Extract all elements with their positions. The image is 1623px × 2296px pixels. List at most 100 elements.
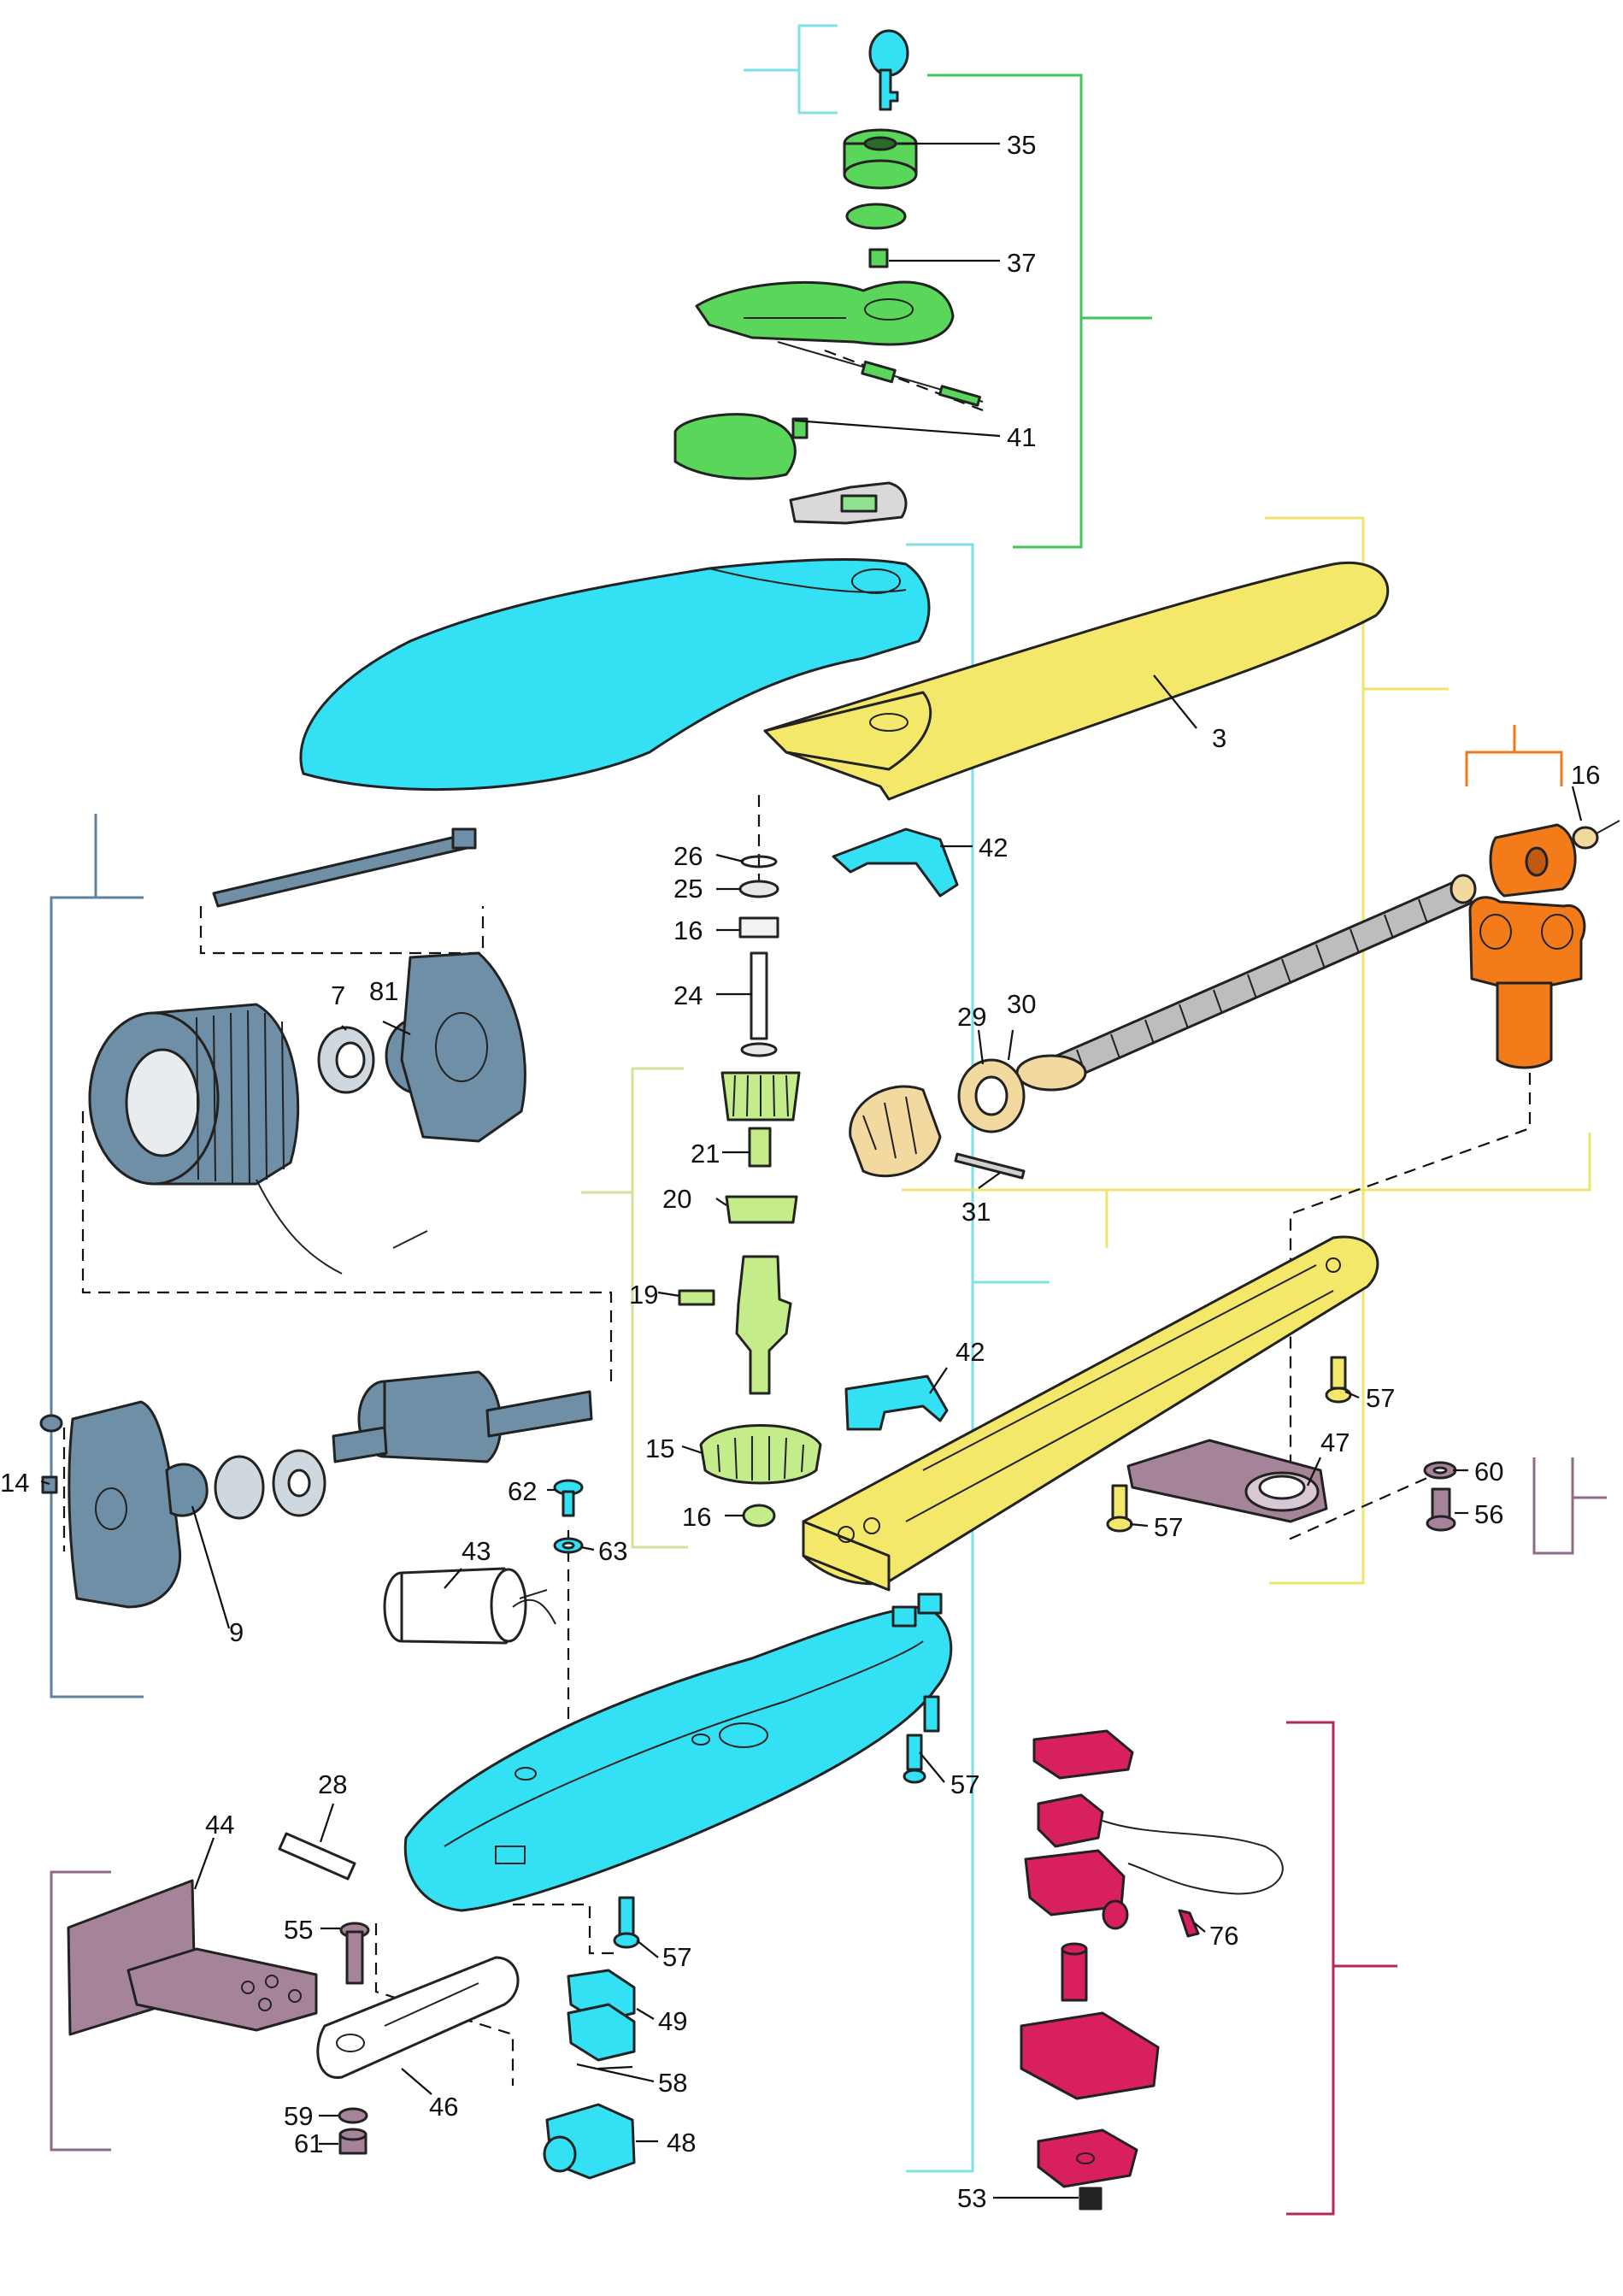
label-56: 56 — [1474, 1499, 1503, 1529]
base-plate — [1126, 1439, 1328, 1523]
label-46: 46 — [429, 2092, 458, 2122]
label-28: 28 — [318, 1769, 347, 1799]
label-3: 3 — [1212, 723, 1226, 753]
label-24: 24 — [673, 980, 703, 1010]
end-shield — [400, 951, 526, 1143]
lower-housing — [403, 1592, 953, 1912]
screw-57-yellow-lower — [1106, 1484, 1133, 1533]
bracket-key — [744, 24, 838, 115]
yellow-chassis — [802, 1235, 1379, 1592]
label-48: 48 — [667, 2128, 696, 2158]
label-31: 31 — [961, 1197, 991, 1227]
bracket-lock-group — [927, 74, 1152, 549]
release-cap — [673, 413, 809, 480]
bracket-upper-cover — [906, 543, 1050, 2173]
screw-55 — [339, 1922, 370, 1985]
washer-63 — [553, 1537, 584, 1554]
label-43: 43 — [462, 1536, 491, 1566]
label-57: 57 — [950, 1769, 979, 1799]
capacitor — [383, 1567, 556, 1645]
lock-pin-37 — [868, 248, 889, 268]
washer-59 — [338, 2107, 368, 2124]
link-arm — [316, 1956, 520, 2079]
lock-washer — [845, 203, 907, 230]
limit-switch-assembly — [1020, 1729, 1284, 2211]
drive-gear-assembly — [678, 1071, 822, 1528]
group-brackets — [50, 24, 1607, 2216]
label-49: 49 — [658, 2006, 687, 2036]
label-16: 16 — [673, 915, 703, 945]
bracket-yellow-group — [1265, 516, 1449, 1585]
label-42: 42 — [956, 1337, 985, 1367]
label-62: 62 — [508, 1476, 537, 1506]
label-30: 30 — [1007, 989, 1036, 1019]
label-57: 57 — [662, 1942, 691, 1972]
label-57: 57 — [1366, 1383, 1395, 1413]
bracket-drive-gear — [581, 1067, 688, 1549]
leader-lines — [40, 142, 1583, 2199]
screw-56 — [1426, 1487, 1456, 1532]
bracket-screw-assembly — [902, 1133, 1591, 1248]
yellow-cover — [763, 562, 1390, 801]
upper-cover — [299, 558, 931, 791]
shaft-stack — [738, 855, 779, 1057]
worm-screw — [849, 874, 1477, 1180]
label-37: 37 — [1007, 248, 1036, 278]
motor-stator — [88, 1003, 428, 1275]
label-41: 41 — [1007, 422, 1036, 452]
screws-57-cyan — [613, 1695, 940, 1949]
lock-cylinder — [843, 128, 918, 190]
screw-62 — [553, 1479, 584, 1517]
label-35: 35 — [1007, 130, 1036, 160]
label-42: 42 — [979, 833, 1008, 862]
bracket-orange — [1465, 725, 1563, 786]
washer-60 — [1423, 1461, 1457, 1480]
label-60: 60 — [1474, 1457, 1503, 1487]
label-9: 9 — [229, 1617, 244, 1647]
label-16: 16 — [1571, 760, 1600, 790]
label-26: 26 — [673, 841, 703, 871]
label-19: 19 — [629, 1280, 658, 1310]
bracket-screws-56-60 — [1532, 1457, 1607, 1555]
release-plate — [789, 481, 908, 525]
label-16: 16 — [682, 1502, 711, 1532]
guide-clip — [832, 827, 959, 1431]
label-61: 61 — [294, 2128, 323, 2158]
part-number-labels: 35 37 41 3 16 26 25 16 42 24 7 81 29 30 … — [0, 130, 1600, 2213]
label-44: 44 — [205, 1810, 234, 1840]
label-29: 29 — [957, 1002, 986, 1032]
key — [868, 29, 909, 111]
nut-61 — [338, 2128, 368, 2155]
label-7: 7 — [331, 980, 345, 1010]
motor-flange — [39, 1400, 326, 1609]
pin — [278, 1832, 356, 1881]
wall-bracket — [67, 1879, 318, 2036]
label-47: 47 — [1320, 1428, 1350, 1457]
label-55: 55 — [284, 1915, 313, 1945]
label-76: 76 — [1209, 1921, 1238, 1951]
label-58: 58 — [658, 2068, 687, 2098]
screw-57-yellow-upper — [1325, 1356, 1352, 1404]
label-57: 57 — [1154, 1512, 1183, 1542]
tie-rod — [212, 827, 477, 908]
motor-rotor — [332, 1370, 593, 1463]
label-63: 63 — [598, 1536, 627, 1566]
connector — [543, 2103, 636, 2180]
bracket-limit-switch — [1286, 1721, 1397, 2216]
label-53: 53 — [957, 2183, 986, 2213]
nut-block — [1489, 820, 1620, 898]
bracket-wall-bracket — [50, 1870, 111, 2152]
label-81: 81 — [369, 976, 398, 1006]
label-59: 59 — [284, 2101, 313, 2131]
fork-bracket — [1468, 896, 1586, 1069]
label-25: 25 — [673, 874, 703, 904]
release-lever — [695, 280, 955, 346]
label-14: 14 — [0, 1468, 29, 1498]
lever-pin — [777, 341, 984, 407]
assembly-guide-lines — [62, 349, 1532, 2086]
label-21: 21 — [691, 1139, 720, 1169]
label-15: 15 — [645, 1434, 674, 1463]
connector-base — [567, 1969, 636, 2062]
bracket-motor — [50, 814, 144, 1698]
